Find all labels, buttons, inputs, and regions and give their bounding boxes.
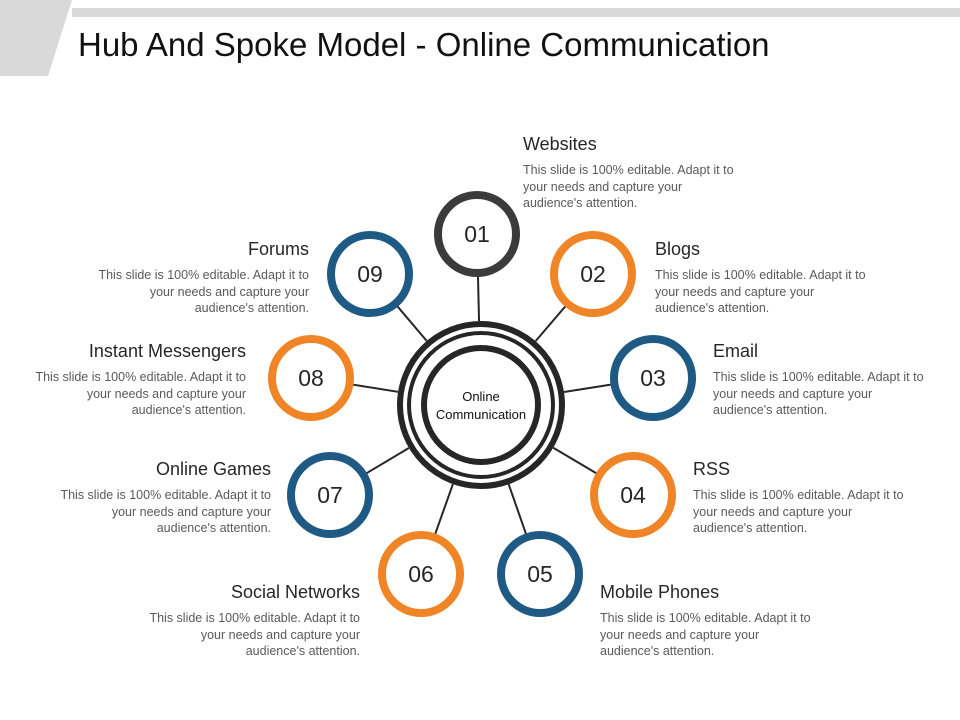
description-text: This slide is 100% editable. Adapt it to… [149,611,360,658]
description-text: This slide is 100% editable. Adapt it to… [600,611,811,658]
node-email: 03 [610,335,696,421]
description-forums: Forums This slide is 100% editable. Adap… [94,239,309,317]
description-online-games: Online Games This slide is 100% editable… [56,459,271,537]
header-band [0,0,960,76]
node-instant-messengers: 08 [268,335,354,421]
description-rss: RSS This slide is 100% editable. Adapt i… [693,459,908,537]
description-title: RSS [693,459,731,479]
node-ring [497,531,583,617]
description-title: Social Networks [230,582,360,602]
hub: Online Communication [397,321,565,489]
description-title: Email [713,341,759,361]
node-ring [550,231,636,317]
hub-label-line1: Online [462,389,500,404]
description-email: Email This slide is 100% editable. Adapt… [713,341,928,419]
description-instant-messengers: Instant Messengers This slide is 100% ed… [31,341,246,419]
description-text: This slide is 100% editable. Adapt it to… [35,370,246,417]
description-text: This slide is 100% editable. Adapt it to… [655,268,866,315]
node-social-networks: 06 [378,531,464,617]
node-number: 09 [357,261,383,287]
node-ring [327,231,413,317]
description-websites: Websites This slide is 100% editable. Ad… [523,134,738,212]
description-title: Instant Messengers [88,341,246,361]
description-mobile-phones: Mobile Phones This slide is 100% editabl… [600,582,815,660]
description-text: This slide is 100% editable. Adapt it to… [60,488,271,535]
page-title: Hub And Spoke Model - Online Communicati… [78,26,770,63]
node-blogs: 02 [550,231,636,317]
node-websites: 01 [434,191,520,277]
description-text: This slide is 100% editable. Adapt it to… [523,163,734,210]
node-number: 07 [317,482,343,508]
node-number: 06 [408,561,434,587]
node-online-games: 07 [287,452,373,538]
node-mobile-phones: 05 [497,531,583,617]
description-text: This slide is 100% editable. Adapt it to… [693,488,904,535]
description-title: Websites [523,134,597,154]
node-number: 02 [580,261,606,287]
node-number: 01 [464,221,490,247]
node-ring [378,531,464,617]
node-number: 04 [620,482,646,508]
description-text: This slide is 100% editable. Adapt it to… [713,370,924,417]
node-number: 05 [527,561,553,587]
description-social-networks: Social Networks This slide is 100% edita… [145,582,360,660]
node-number: 03 [640,365,666,391]
node-ring [590,452,676,538]
description-title: Blogs [655,239,701,259]
node-ring [268,335,354,421]
description-title: Forums [247,239,309,259]
node-forums: 09 [327,231,413,317]
description-blogs: Blogs This slide is 100% editable. Adapt… [655,239,870,317]
description-title: Mobile Phones [600,582,720,602]
node-number: 08 [298,365,324,391]
node-ring [287,452,373,538]
node-ring [434,191,520,277]
description-text: This slide is 100% editable. Adapt it to… [98,268,309,315]
description-title: Online Games [155,459,271,479]
node-ring [610,335,696,421]
hub-label-line2: Communication [436,407,526,422]
node-rss: 04 [590,452,676,538]
